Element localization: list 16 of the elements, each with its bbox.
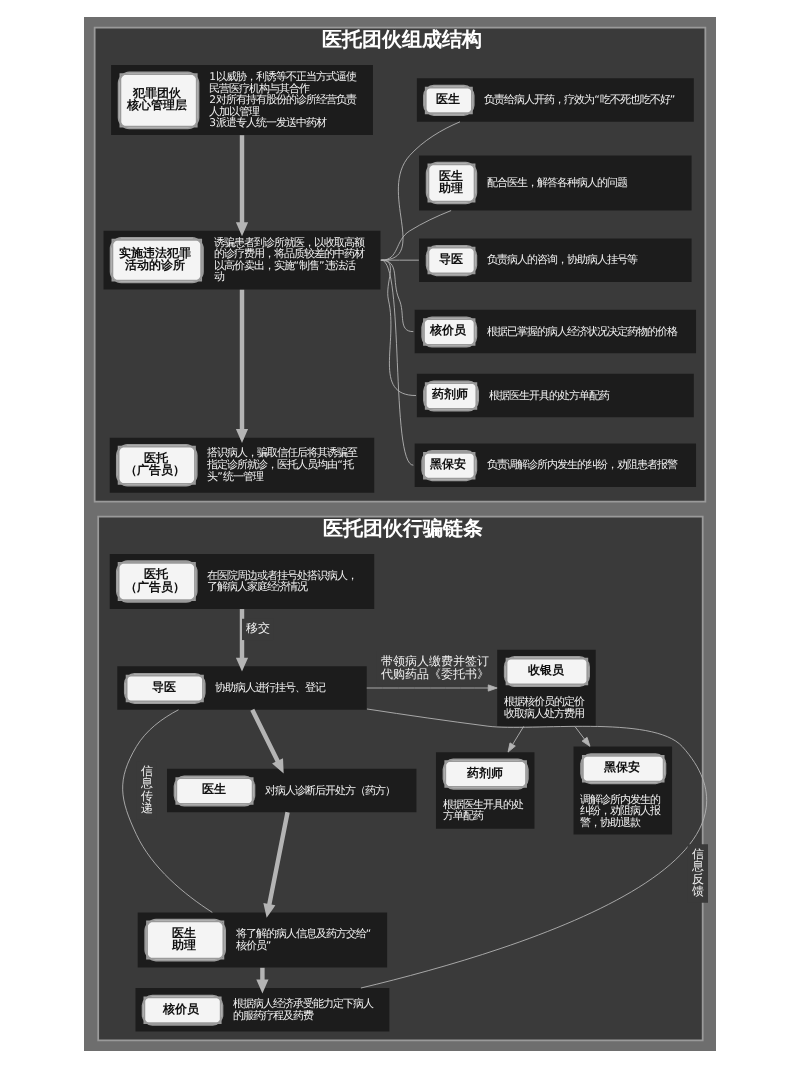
arrow — [256, 967, 269, 994]
arrow — [366, 684, 498, 692]
connector — [380, 121, 461, 261]
arrow — [507, 725, 525, 753]
arrow — [235, 609, 249, 672]
arrow — [574, 725, 591, 747]
connector — [380, 259, 417, 396]
arrow — [235, 135, 249, 237]
arrow — [235, 289, 249, 443]
connector — [380, 259, 414, 333]
connector — [380, 210, 452, 261]
connector — [380, 259, 420, 261]
arrow — [250, 708, 284, 774]
connector — [380, 259, 414, 466]
arrow — [263, 811, 290, 918]
connector — [122, 709, 213, 913]
